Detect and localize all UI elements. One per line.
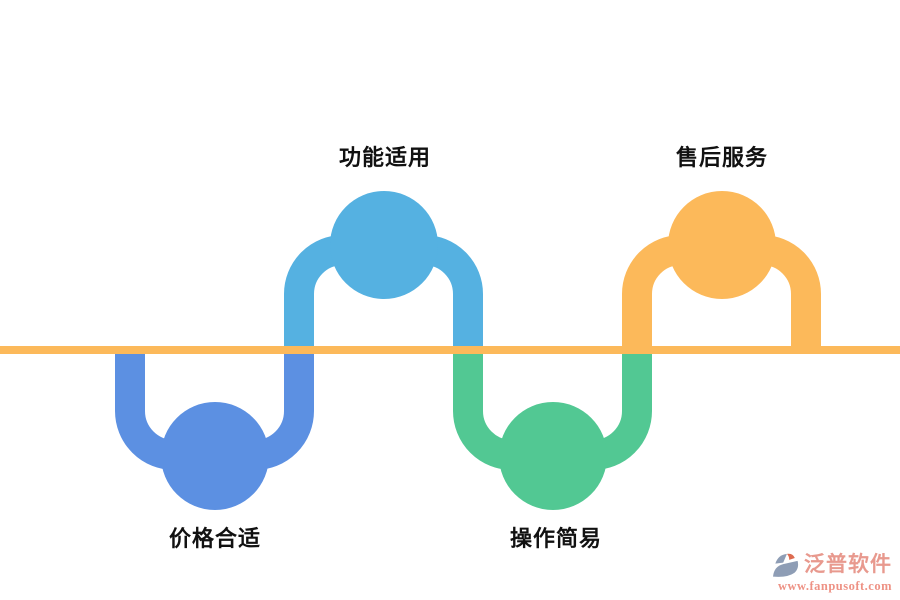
fanpu-logo-top-wing — [775, 553, 787, 564]
brand-url: www.fanpusoft.com — [777, 578, 892, 593]
fanpu-logo-accent — [786, 553, 795, 560]
milestone-service — [622, 191, 821, 354]
milestone-label-price: 价格合适 — [168, 526, 262, 551]
milestone-label-operation: 操作简易 — [509, 526, 603, 551]
brand-row: 泛普软件 — [771, 552, 892, 578]
baseline — [0, 346, 900, 354]
milestone-function — [284, 191, 483, 354]
milestone-service-node — [668, 191, 776, 299]
milestone-operation — [453, 346, 652, 510]
milestone-operation-node — [499, 402, 607, 510]
fanpu-logo-icon — [773, 553, 799, 577]
brand-name: 泛普软件 — [804, 553, 892, 576]
milestone-label-service: 售后服务 — [675, 145, 769, 170]
fanpu-logo-body — [773, 560, 799, 577]
brand-watermark: 泛普软件 www.fanpusoft.com — [771, 552, 892, 593]
milestone-label-function: 功能适用 — [338, 145, 432, 170]
milestone-price — [115, 346, 314, 510]
milestone-price-node — [161, 402, 269, 510]
milestone-function-node — [330, 191, 438, 299]
